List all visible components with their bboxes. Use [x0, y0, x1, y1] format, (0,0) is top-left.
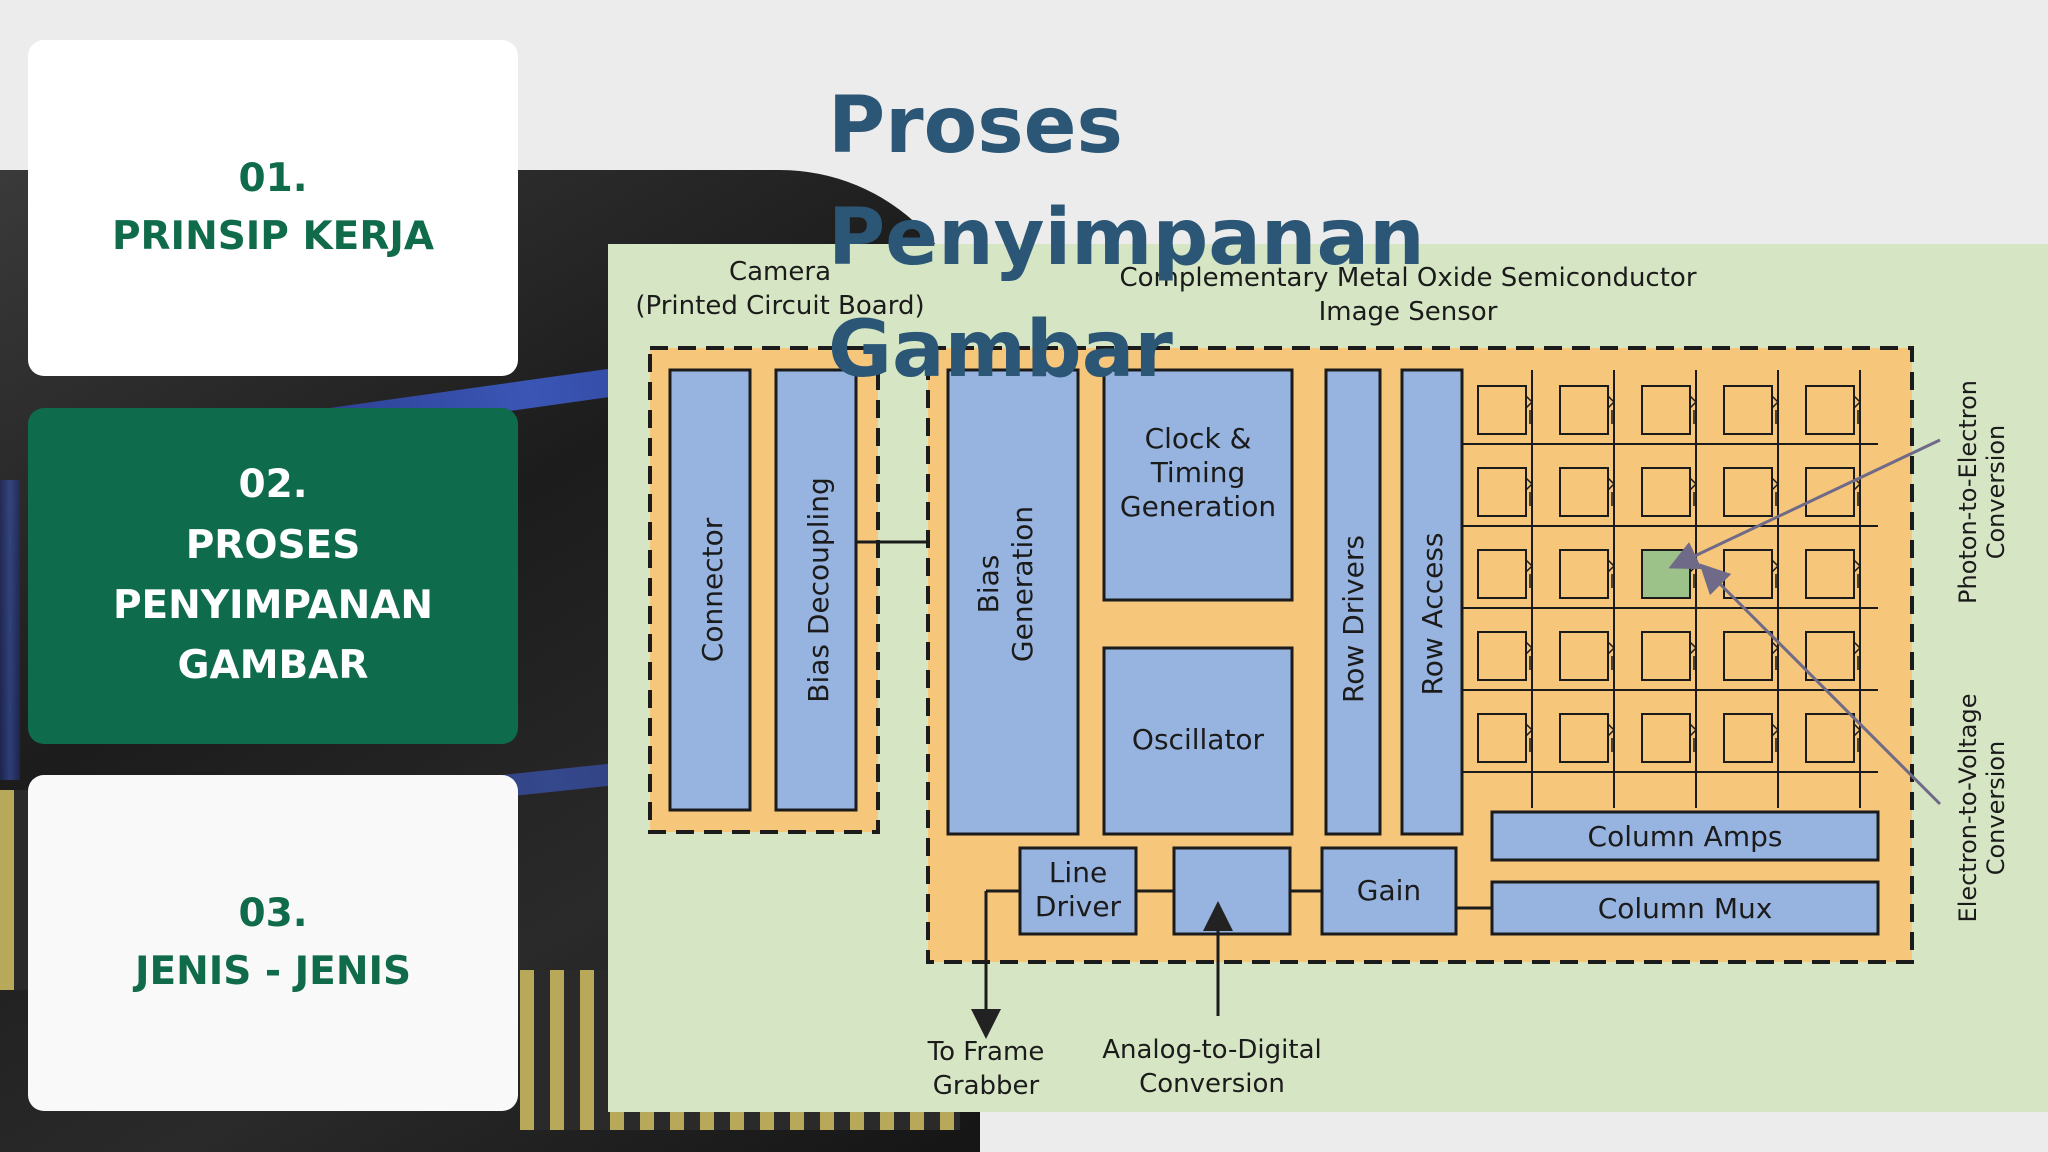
- clock-timing-block: [1102, 368, 1294, 602]
- column-amps-block: [1490, 810, 1880, 862]
- column-mux-label: Column Mux: [1598, 892, 1773, 925]
- row-access-block: [1400, 368, 1464, 836]
- column-mux-block: [1490, 880, 1880, 936]
- photon-label-2: Conversion: [1982, 425, 2010, 560]
- adc-block: [1172, 846, 1292, 936]
- nav-card-jenis-jenis[interactable]: 03. JENIS - JENIS: [28, 775, 518, 1111]
- pixel-photodiode-mark: [1771, 395, 1780, 424]
- pixel-photodiode-mark: [1771, 723, 1780, 752]
- pixel-cell: [1477, 385, 1527, 435]
- pixel-cell: [1723, 549, 1773, 599]
- clock-label-3: Generation: [1120, 490, 1276, 523]
- pixel-cell: [1723, 713, 1773, 763]
- clock-label-1: Clock &: [1145, 422, 1252, 455]
- bias-generation-label-2: Generation: [1006, 506, 1039, 662]
- frame-grabber-label-2: Grabber: [933, 1071, 1040, 1101]
- e2v-label-2: Conversion: [1982, 741, 2010, 876]
- pixel-cells: [1477, 385, 1862, 763]
- pixel-cell: [1559, 713, 1609, 763]
- photon-label-1: Photon-to-Electron: [1954, 380, 1982, 604]
- pixel-cell-highlighted: [1641, 549, 1691, 599]
- pixel-photodiode-mark: [1607, 559, 1616, 588]
- pixel-photodiode-mark: [1607, 641, 1616, 670]
- pixel-cell: [1477, 631, 1527, 681]
- e2v-label-1: Electron-to-Voltage: [1954, 694, 1982, 923]
- nav-card-label: JENIS - JENIS: [134, 949, 412, 994]
- sensor-sublabel: Image Sensor: [1319, 297, 1498, 327]
- nav-card-number: 01.: [238, 155, 308, 201]
- camera-sublabel: (Printed Circuit Board): [635, 291, 924, 321]
- pixel-cell: [1805, 549, 1855, 599]
- pixel-cell: [1641, 467, 1691, 517]
- pixel-photodiode-mark: [1689, 723, 1698, 752]
- row-drivers-block: [1324, 368, 1382, 836]
- pixel-photodiode-mark: [1689, 641, 1698, 670]
- nav-card-prinsip-kerja[interactable]: 01. PRINSIP KERJA: [28, 40, 518, 376]
- pixel-photodiode-mark: [1525, 395, 1534, 424]
- oscillator-block: [1102, 646, 1294, 836]
- nav-card-proses-penyimpanan[interactable]: 02. PROSES PENYIMPANAN GAMBAR: [28, 408, 518, 744]
- line-driver-label-1: Line: [1049, 856, 1107, 889]
- pixel-photodiode-mark: [1525, 723, 1534, 752]
- pixel-cell: [1805, 713, 1855, 763]
- gain-label: Gain: [1357, 874, 1421, 907]
- pixel-photodiode-mark: [1853, 641, 1862, 670]
- pixel-photodiode-mark: [1853, 395, 1862, 424]
- pixel-photodiode-mark: [1607, 723, 1616, 752]
- line-driver-label-2: Driver: [1035, 890, 1122, 923]
- pixel-photodiode-mark: [1525, 559, 1534, 588]
- pixel-cell: [1641, 385, 1691, 435]
- adc-label-2: Conversion: [1139, 1069, 1285, 1099]
- sensor-label: Complementary Metal Oxide Semiconductor: [1119, 263, 1696, 293]
- pixel-photodiode-mark: [1689, 477, 1698, 506]
- pixel-photodiode-mark: [1853, 723, 1862, 752]
- nav-card-number: 03.: [238, 890, 308, 936]
- connector-label: Connector: [696, 517, 729, 662]
- pixel-cell: [1723, 385, 1773, 435]
- pixel-cell: [1559, 467, 1609, 517]
- pixel-cell: [1805, 631, 1855, 681]
- pixel-photodiode-mark: [1607, 395, 1616, 424]
- pixel-cell: [1641, 713, 1691, 763]
- pixel-cell: [1723, 631, 1773, 681]
- pixel-cell: [1477, 549, 1527, 599]
- pixel-photodiode-mark: [1853, 559, 1862, 588]
- pixel-photodiode-mark: [1525, 641, 1534, 670]
- pixel-cell: [1559, 549, 1609, 599]
- pixel-cell: [1477, 467, 1527, 517]
- pixel-cell: [1723, 467, 1773, 517]
- pixel-cell: [1805, 385, 1855, 435]
- camera-label: Camera: [729, 257, 831, 287]
- bias-decoupling-block: [774, 368, 858, 812]
- bias-generation-label-1: Bias: [972, 555, 1005, 614]
- pixel-photodiode-mark: [1771, 641, 1780, 670]
- bias-decoupling-label: Bias Decoupling: [802, 477, 835, 703]
- pixel-cell: [1559, 631, 1609, 681]
- bias-generation-block: [946, 368, 1080, 836]
- row-access-label: Row Access: [1416, 533, 1449, 696]
- nav-card-label: PRINSIP KERJA: [111, 214, 435, 259]
- pixel-cell: [1641, 631, 1691, 681]
- signal-lines: [971, 889, 1492, 1039]
- oscillator-label: Oscillator: [1132, 723, 1265, 756]
- page-title: Proses Penyimpanan Gambar: [828, 81, 1425, 395]
- pixel-photodiode-mark: [1607, 477, 1616, 506]
- pixel-array: [1462, 370, 1878, 808]
- pixel-cell: [1477, 713, 1527, 763]
- cmos-diagram: Camera (Printed Circuit Board) Connector…: [608, 244, 2048, 1112]
- connector-block: [668, 368, 752, 812]
- nav-card-number: 02.: [238, 462, 308, 508]
- pixel-photodiode-mark: [1771, 477, 1780, 506]
- pixel-photodiode-mark: [1771, 559, 1780, 588]
- column-amps-label: Column Amps: [1588, 820, 1783, 853]
- pixel-photodiode-mark: [1689, 395, 1698, 424]
- nav-card-label: PROSES PENYIMPANAN GAMBAR: [112, 522, 434, 689]
- clock-label-2: Timing: [1150, 456, 1246, 489]
- pixel-photodiode-mark: [1525, 477, 1534, 506]
- adc-label-1: Analog-to-Digital: [1102, 1035, 1322, 1065]
- pixel-cell: [1559, 385, 1609, 435]
- frame-grabber-label-1: To Frame: [927, 1037, 1045, 1067]
- row-drivers-label: Row Drivers: [1337, 535, 1370, 703]
